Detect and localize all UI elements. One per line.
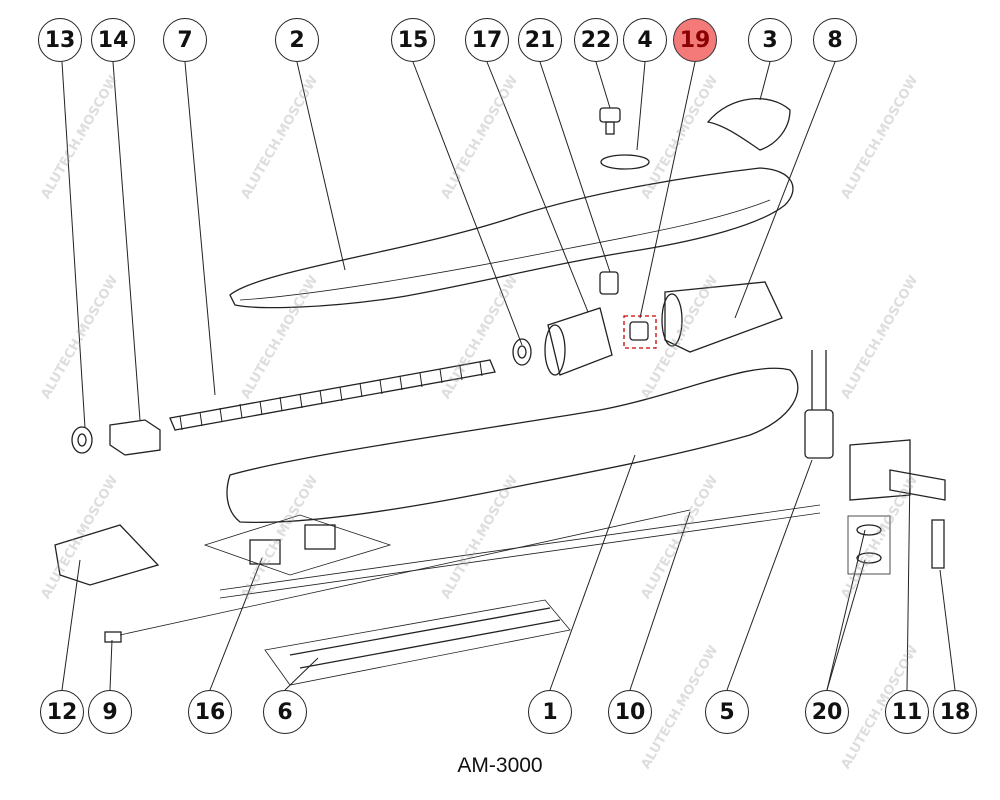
callout-part-19[interactable]: 19 [673, 18, 717, 62]
callout-part-3[interactable]: 3 [748, 18, 792, 62]
leader-lines [61, 61, 956, 691]
model-caption: AM-3000 [457, 754, 543, 777]
callout-part-2[interactable]: 2 [275, 18, 319, 62]
callout-part-16[interactable]: 16 [188, 690, 232, 734]
callout-part-4[interactable]: 4 [623, 18, 667, 62]
gear [547, 307, 613, 376]
lower-housing [226, 367, 799, 523]
callout-part-14[interactable]: 14 [91, 18, 135, 62]
callout-part-1[interactable]: 1 [528, 690, 572, 734]
upper-housing [229, 167, 794, 309]
callout-part-15[interactable]: 15 [391, 18, 435, 62]
callout-part-21[interactable]: 21 [518, 18, 562, 62]
callout-part-12[interactable]: 12 [40, 690, 84, 734]
callout-part-22[interactable]: 22 [574, 18, 618, 62]
callout-part-9[interactable]: 9 [88, 690, 132, 734]
callout-part-5[interactable]: 5 [705, 690, 749, 734]
callout-part-13[interactable]: 13 [38, 18, 82, 62]
worm-screw [169, 359, 496, 431]
callout-part-20[interactable]: 20 [805, 690, 849, 734]
callout-part-6[interactable]: 6 [263, 690, 307, 734]
callout-part-7[interactable]: 7 [163, 18, 207, 62]
callout-part-18[interactable]: 18 [933, 690, 977, 734]
callout-part-11[interactable]: 11 [885, 690, 929, 734]
callout-part-10[interactable]: 10 [608, 690, 652, 734]
callout-part-17[interactable]: 17 [465, 18, 509, 62]
motor [664, 281, 783, 353]
cover [706, 98, 791, 151]
callout-part-8[interactable]: 8 [813, 18, 857, 62]
